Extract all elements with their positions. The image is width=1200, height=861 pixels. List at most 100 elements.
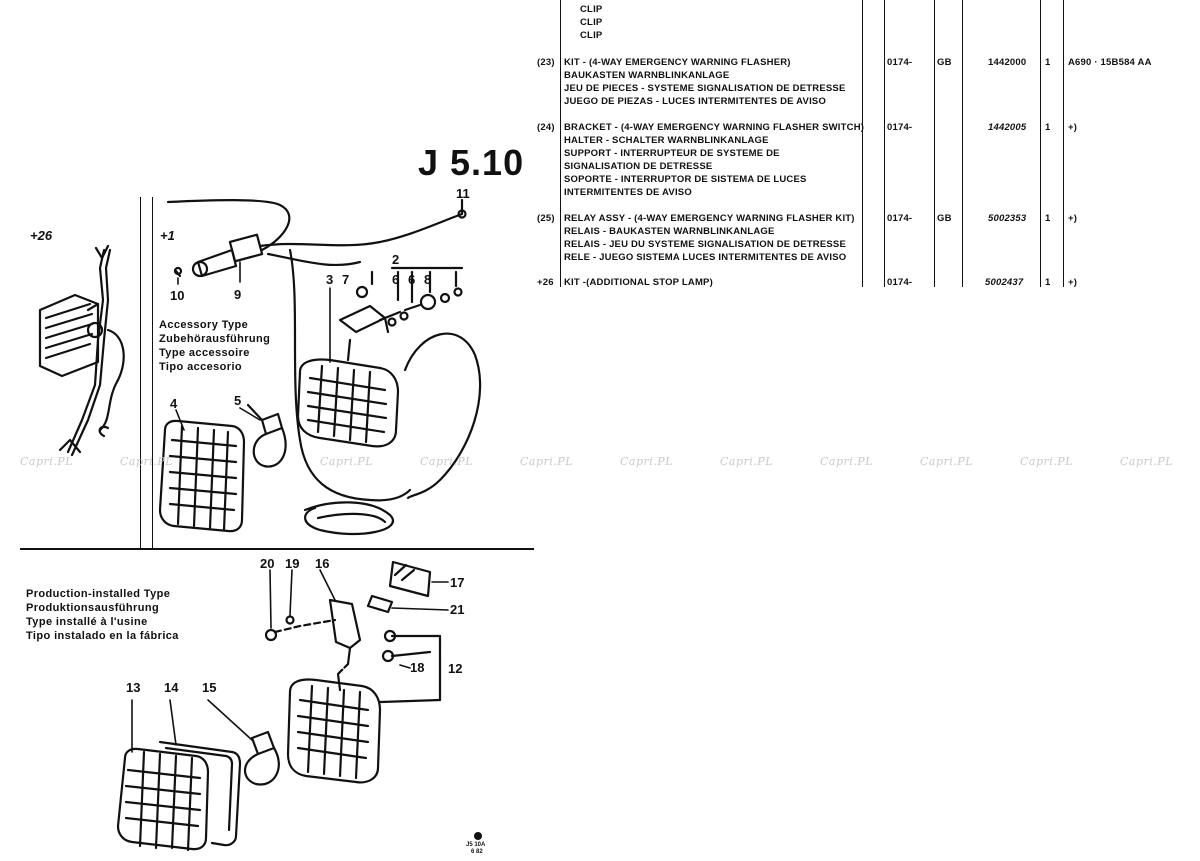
callout-3: 3	[326, 272, 334, 287]
callout-14: 14	[164, 680, 179, 695]
quantity: 1	[1045, 277, 1051, 288]
callout-6b: 6	[408, 272, 416, 287]
callout-6: 6	[392, 272, 400, 287]
callout-18: 18	[410, 660, 425, 675]
description-line: SIGNALISATION DE DETRESSE	[564, 161, 713, 172]
table-rule	[884, 0, 886, 287]
ref-number: +26	[537, 277, 554, 288]
part-number: 1442005	[988, 122, 1027, 133]
frame-rule	[20, 548, 534, 550]
section-mark: +1	[160, 228, 175, 243]
additional-stop-lamp-drawing	[38, 244, 125, 457]
watermark: Capri.PL	[1020, 455, 1073, 468]
callout-19: 19	[285, 556, 300, 571]
table-rule	[862, 0, 864, 287]
description-line: KIT - (4-WAY EMERGENCY WARNING FLASHER)	[564, 57, 791, 68]
production-type-label: Production-installed Type Produktionsaus…	[26, 587, 179, 643]
description-line: BAUKASTEN WARNBLINKANLAGE	[564, 70, 730, 81]
date-code: 0174-	[887, 277, 913, 288]
market-code: GB	[937, 213, 952, 224]
label-line: Tipo instalado en la fábrica	[26, 630, 179, 642]
clip-label: CLIP	[580, 4, 603, 15]
leader-lines	[131, 261, 449, 753]
bulb-drawing	[246, 403, 287, 468]
quantity: 1	[1045, 122, 1051, 133]
accessory-lamp-drawing	[296, 304, 400, 448]
hardware-pieces	[355, 266, 464, 327]
production-lamp-drawing	[116, 560, 442, 852]
callout-16: 16	[315, 556, 330, 571]
watermark: Capri.PL	[320, 455, 373, 468]
description-line: HALTER - SCHALTER WARNBLINKANLAGE	[564, 135, 769, 146]
date-code: 0174-	[887, 57, 913, 68]
label-line: Type installé à l'usine	[26, 616, 148, 628]
description-line: RELAIS - BAUKASTEN WARNBLINKANLAGE	[564, 226, 775, 237]
ref-number: (25)	[537, 213, 555, 224]
remark: +)	[1068, 213, 1078, 224]
callout-4: 4	[170, 396, 178, 411]
description-line: RELAY ASSY - (4-WAY EMERGENCY WARNING FL…	[564, 213, 855, 224]
description-line: JUEGO DE PIEZAS - LUCES INTERMITENTES DE…	[564, 96, 827, 107]
accessory-type-label: Accessory Type Zubehörausführung Type ac…	[159, 318, 270, 374]
watermark: Capri.PL	[720, 455, 773, 468]
table-rule	[1063, 0, 1065, 287]
remark: A690 · 15B584 AA	[1068, 57, 1152, 68]
accessory-switch-drawing	[166, 198, 467, 278]
label-line: Zubehörausführung	[159, 333, 271, 345]
callout-13: 13	[126, 680, 141, 695]
label-line: Produktionsausführung	[26, 602, 160, 614]
footer-sub: 6 82	[471, 849, 483, 855]
description-line: INTERMITENTES DE AVISO	[564, 187, 692, 198]
label-line: Production-installed Type	[26, 588, 171, 600]
callout-17: 17	[450, 575, 465, 590]
page-number: J 5.10	[418, 142, 525, 183]
callout-9: 9	[234, 287, 242, 302]
part-number: 1442000	[988, 57, 1027, 68]
description-line: JEU DE PIECES - SYSTEME SIGNALISATION DE…	[564, 83, 846, 94]
remark: +)	[1068, 122, 1078, 133]
callout-12: 12	[448, 661, 463, 676]
table-rule	[560, 0, 562, 287]
ref-number: (23)	[537, 57, 555, 68]
callout-20: 20	[260, 556, 275, 571]
callout-15: 15	[202, 680, 217, 695]
lens-drawing	[158, 419, 246, 533]
description-line: SUPPORT - INTERRUPTEUR DE SYSTEME DE	[564, 148, 780, 159]
watermark: Capri.PL	[820, 455, 873, 468]
footer-code: J5 10A	[466, 842, 486, 848]
table-rule	[962, 0, 964, 287]
part-number: 5002353	[988, 213, 1027, 224]
label-line: Tipo accesorio	[159, 361, 243, 373]
remark: +)	[1068, 277, 1078, 288]
table-rule	[934, 0, 936, 287]
market-code: GB	[937, 57, 952, 68]
date-code: 0174-	[887, 213, 913, 224]
callout-10: 10	[170, 288, 185, 303]
section-mark: +26	[30, 228, 53, 243]
watermark: Capri.PL	[420, 455, 473, 468]
watermark: Capri.PL	[20, 455, 73, 468]
ref-number: (24)	[537, 122, 555, 133]
wire-harness	[288, 248, 412, 502]
part-number: 5002437	[985, 277, 1024, 288]
callout-11: 11	[456, 186, 470, 201]
quantity: 1	[1045, 213, 1051, 224]
description-line: RELE - JUEGO SISTEMA LUCES INTERMITENTES…	[564, 252, 847, 263]
callout-7: 7	[342, 272, 350, 287]
callout-2: 2	[392, 252, 400, 267]
callout-8: 8	[424, 272, 432, 287]
frame-rule	[140, 197, 142, 549]
watermark: Capri.PL	[1120, 455, 1173, 468]
footer-dot-icon	[474, 832, 482, 840]
description-line: RELAIS - JEU DU SYSTEME SIGNALISATION DE…	[564, 239, 846, 250]
table-rule	[1040, 0, 1042, 287]
frame-rule	[152, 197, 154, 549]
callout-5: 5	[234, 393, 242, 408]
clip-label: CLIP	[580, 17, 603, 28]
clip-label: CLIP	[580, 30, 603, 41]
quantity: 1	[1045, 57, 1051, 68]
watermark: Capri.PL	[120, 455, 173, 468]
watermark: Capri.PL	[920, 455, 973, 468]
description-line: KIT -(ADDITIONAL STOP LAMP)	[564, 277, 713, 288]
